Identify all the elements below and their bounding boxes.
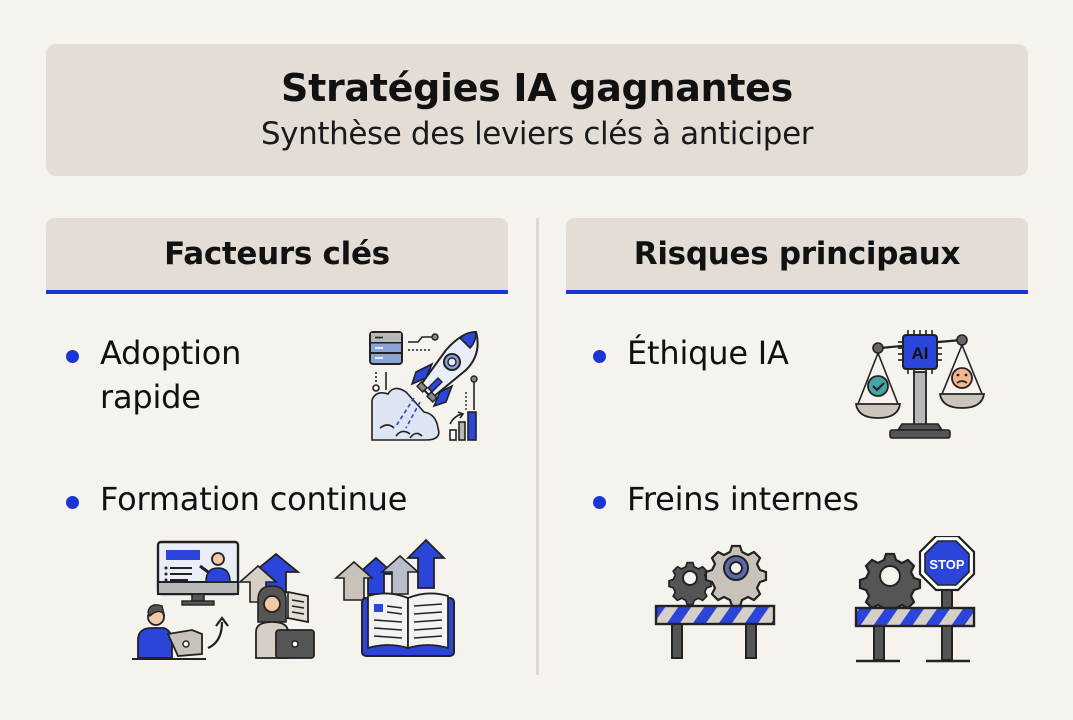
item-label: Éthique IA bbox=[627, 334, 789, 372]
online-training-icons bbox=[132, 538, 455, 660]
rocket-launch-icon bbox=[369, 330, 479, 441]
chip-label: AI bbox=[912, 344, 929, 363]
column-title: Facteurs clés bbox=[164, 236, 390, 272]
page-subtitle: Synthèse des leviers clés à anticiper bbox=[260, 116, 814, 152]
list-item-formation: Formation continue bbox=[66, 477, 407, 521]
item-label: Formation continue bbox=[100, 480, 408, 518]
list-item-ethique: Éthique IA bbox=[593, 331, 789, 375]
title-banner: Stratégies IA gagnantes Synthèse des lev… bbox=[46, 44, 1028, 176]
stop-sign-label: STOP bbox=[929, 557, 964, 572]
bullet-icon bbox=[66, 350, 79, 363]
page-title: Stratégies IA gagnantes bbox=[281, 66, 793, 110]
barrier-gears-icons: STOP bbox=[654, 536, 976, 663]
column-title: Risques principaux bbox=[633, 236, 961, 272]
ai-ethics-scale-icon: AI bbox=[854, 330, 986, 439]
bullet-icon bbox=[593, 350, 606, 363]
column-header-risques: Risques principaux bbox=[566, 218, 1028, 294]
list-item-freins: Freins internes bbox=[593, 477, 859, 521]
item-label: rapide bbox=[100, 378, 201, 416]
item-label: Freins internes bbox=[627, 480, 859, 518]
bullet-icon bbox=[66, 496, 79, 509]
column-header-facteurs: Facteurs clés bbox=[46, 218, 508, 294]
item-label: Adoption bbox=[100, 334, 242, 372]
column-divider bbox=[536, 218, 539, 675]
bullet-icon bbox=[593, 496, 606, 509]
list-item-adoption: Adoption rapide bbox=[66, 331, 241, 419]
